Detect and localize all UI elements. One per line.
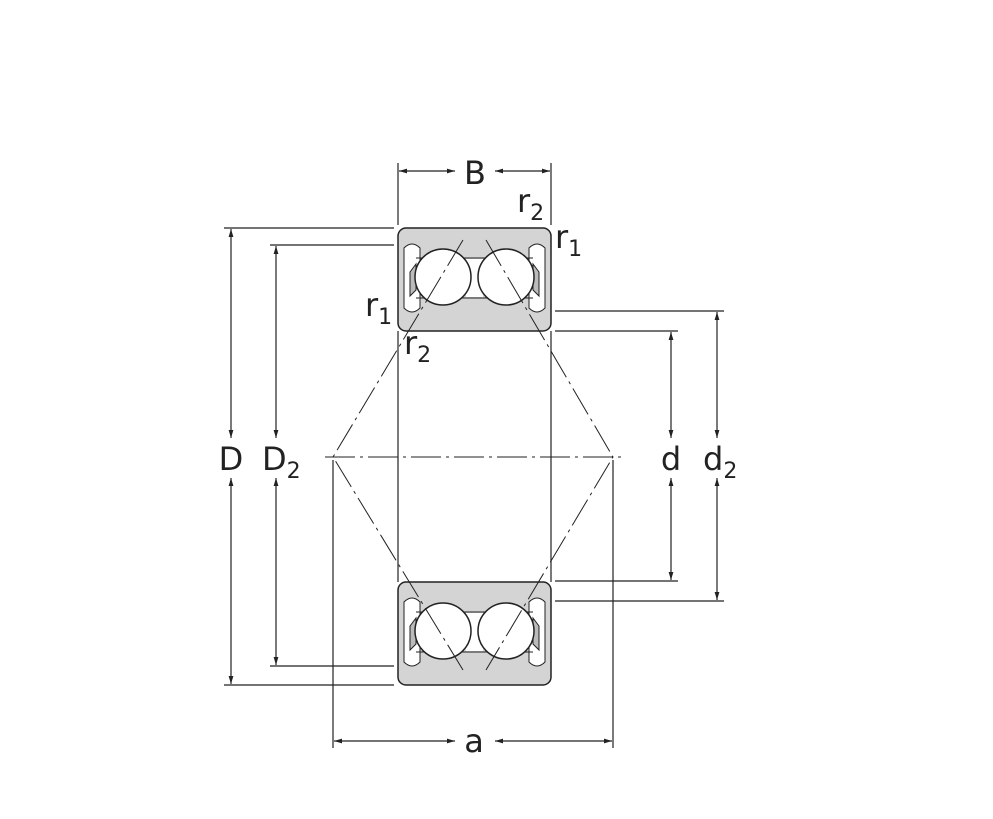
top-section	[397, 227, 552, 332]
label-D: D	[219, 440, 244, 478]
label-B: B	[464, 154, 486, 192]
label-d: d	[661, 440, 681, 478]
label-d2: d2	[703, 440, 737, 484]
bottom-section	[397, 581, 552, 686]
label-a: a	[464, 722, 484, 760]
label-r2-left: r2	[404, 324, 431, 368]
contact-line-right	[485, 239, 614, 671]
label-r1-left: r1	[365, 286, 392, 330]
label-r2-top: r2	[517, 182, 544, 226]
label-r1-top: r1	[555, 218, 582, 262]
label-D2: D2	[262, 440, 301, 484]
contact-line-left	[332, 239, 464, 671]
